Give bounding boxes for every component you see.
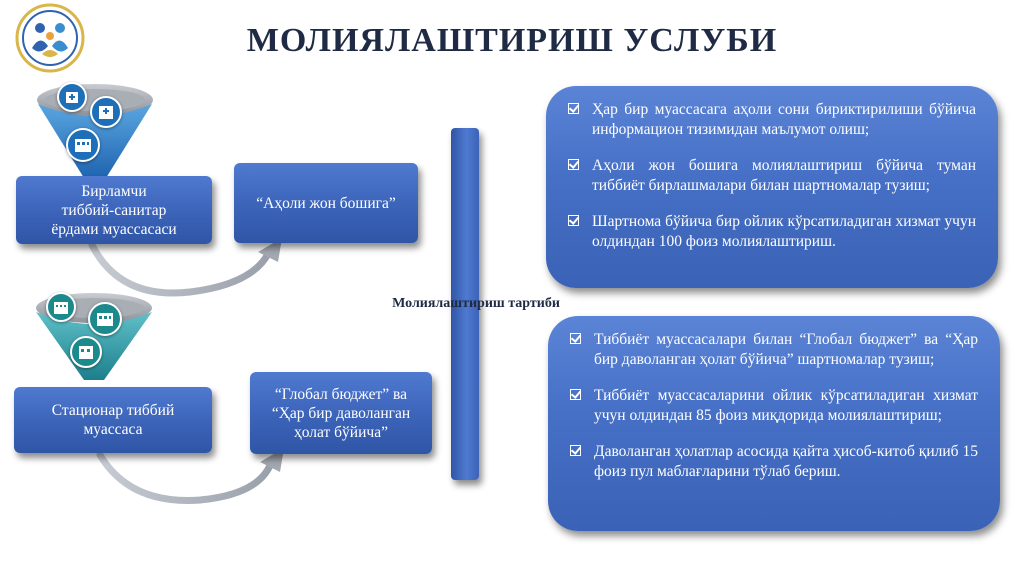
panel-2-item-1: Тиббиёт муассасалари билан “Глобал бюдже…: [594, 330, 978, 369]
per-capita-details-panel: Ҳар бир муассасага аҳоли сони бириктирил…: [546, 86, 998, 288]
panel-2-item-3: Даволанган ҳолатлар асосида қайта ҳисоб-…: [594, 442, 978, 481]
financing-procedure-label: Молиялаштириш тартиби: [366, 296, 586, 312]
checkbox-icon: [570, 445, 581, 456]
panel-1-item-3: Шартнома бўйича бир ойлик кўрсатиладиган…: [592, 212, 976, 251]
hospital-box-line-1: Стационар тиббий: [52, 401, 175, 420]
primary-box-line-1: Бирламчи: [51, 182, 176, 201]
global-budget-details-panel: Тиббиёт муассасалари билан “Глобал бюдже…: [548, 316, 1000, 531]
checkbox-icon: [568, 159, 579, 170]
checkbox-icon: [568, 103, 579, 114]
global-budget-line-2: “Ҳар бир даволанган: [272, 404, 410, 423]
per-capita-method-label: “Аҳоли жон бошига”: [256, 194, 396, 213]
hospital-institution-box: Стационар тиббий муассаса: [14, 387, 212, 453]
panel-2-item-2: Тиббиёт муассасаларини ойлик кўрсатилади…: [594, 386, 978, 425]
primary-box-line-2: тиббий-санитар: [51, 201, 176, 220]
checkbox-icon: [568, 215, 579, 226]
primary-box-line-3: ёрдами муассасаси: [51, 220, 176, 239]
primary-care-institution-box: Бирламчи тиббий-санитар ёрдами муассасас…: [16, 176, 212, 244]
per-capita-method-box: “Аҳоли жон бошига”: [234, 163, 418, 243]
global-budget-method-box: “Глобал бюджет” ва “Ҳар бир даволанган ҳ…: [250, 372, 432, 454]
global-budget-line-1: “Глобал бюджет” ва: [272, 385, 410, 404]
panel-1-item-1: Ҳар бир муассасага аҳоли сони бириктирил…: [592, 100, 976, 139]
global-budget-line-3: ҳолат бўйича”: [272, 423, 410, 442]
checkbox-icon: [570, 333, 581, 344]
hospital-box-line-2: муассаса: [52, 420, 175, 439]
checkbox-icon: [570, 389, 581, 400]
panel-1-item-2: Аҳоли жон бошига молиялаштириш бўйича ту…: [592, 156, 976, 195]
